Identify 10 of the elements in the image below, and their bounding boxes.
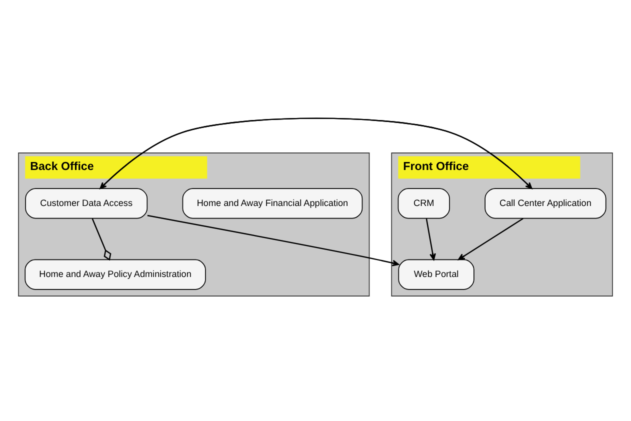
node-box: CRM [398, 188, 450, 219]
arrow [426, 218, 436, 260]
connector [92, 218, 112, 261]
arrow [147, 214, 400, 266]
node-box: Customer Data Access [25, 188, 148, 219]
node-box: Home and Away Policy Administration [24, 259, 206, 290]
node-box: Call Center Application [484, 188, 606, 219]
node-box: Web Portal [398, 259, 474, 290]
node-box: Home and Away Financial Application [182, 188, 363, 219]
arrow [458, 218, 524, 260]
